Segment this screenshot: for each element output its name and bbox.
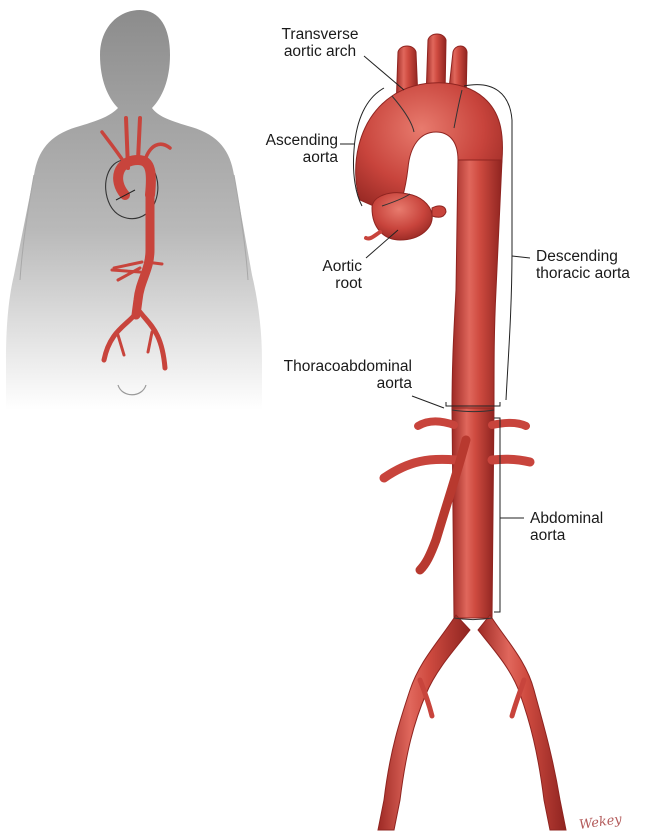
label-transverse-line1: Transverse (268, 26, 372, 43)
label-abdominal-aorta: Abdominal aorta (530, 510, 630, 544)
label-transverse-line2: aortic arch (268, 43, 372, 60)
torso-outline (6, 10, 262, 410)
descending-thoracic-aorta (452, 160, 502, 410)
label-ascending-aorta: Ascending aorta (238, 132, 338, 166)
label-abdominal-line2: aorta (530, 527, 630, 544)
renal-artery-right (492, 459, 530, 462)
small-renal-right (146, 262, 162, 264)
label-aortic-root: Aortic root (302, 258, 362, 292)
leader-root (366, 230, 398, 258)
label-root-line1: Aortic (302, 258, 362, 275)
label-thoracoabdominal-line2: aorta (244, 375, 412, 392)
celiac-branch-left (418, 421, 454, 426)
label-ascending-line2: aorta (238, 149, 338, 166)
label-thoracoabdominal-line1: Thoracoabdominal (244, 358, 412, 375)
coronary-artery-right (432, 206, 446, 217)
label-abdominal-line1: Abdominal (530, 510, 630, 527)
label-thoracoabdominal-aorta: Thoracoabdominal aorta (244, 358, 412, 392)
label-descending-thoracic-aorta: Descending thoracic aorta (536, 248, 646, 282)
large-aorta (356, 34, 566, 830)
celiac-branch-right (492, 423, 526, 426)
renal-artery-left (384, 459, 456, 478)
label-descending-line2: thoracic aorta (536, 265, 646, 282)
common-iliac-right (478, 615, 566, 830)
common-iliac-left (378, 615, 470, 830)
label-descending-line1: Descending (536, 248, 646, 265)
label-root-line2: root (302, 275, 362, 292)
bracket-abdominal (494, 418, 500, 612)
label-transverse-aortic-arch: Transverse aortic arch (268, 26, 372, 60)
small-carotid-mid (138, 118, 140, 160)
leader-descending (512, 256, 530, 258)
abdominal-aorta (452, 408, 494, 618)
body-silhouette (6, 10, 262, 410)
coronary-artery-left (366, 232, 380, 239)
label-ascending-line1: Ascending (238, 132, 338, 149)
leader-thoracoabdominal (412, 396, 444, 408)
